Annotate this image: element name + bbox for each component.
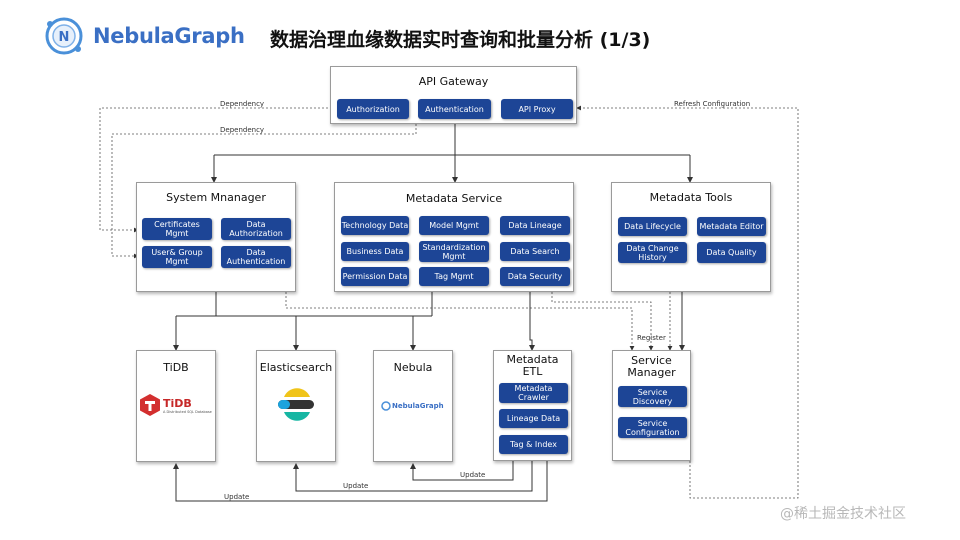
- data-change-history-node: Data Change History: [618, 242, 687, 263]
- metadata-editor-node: Metadata Editor: [697, 217, 766, 236]
- update-line-nebula: [410, 461, 514, 481]
- certificates-mgmt-node: Certificates Mgmt: [142, 218, 212, 240]
- tidb-logo-text: TiDB: [163, 397, 192, 410]
- standardization-mgmt-node: Standardization Mgmt: [419, 241, 489, 262]
- system-manager-title: System Mnanager: [166, 191, 266, 204]
- register-line-2: [551, 292, 654, 351]
- register-line-1: [285, 292, 635, 351]
- update-line-tidb: [173, 461, 548, 502]
- data-quality-node: Data Quality: [697, 242, 766, 263]
- update-line-elasticsearch: [293, 461, 533, 492]
- permission-data-node: Permission Data: [341, 267, 409, 286]
- data-security-node: Data Security: [500, 267, 570, 286]
- nebula-box: Nebula NebulaGraph: [373, 350, 453, 462]
- model-mgmt-node: Model Mgmt: [419, 216, 489, 235]
- api-gateway-title: API Gateway: [418, 75, 489, 88]
- user-group-mgmt-node: User& Group Mgmt: [142, 246, 212, 268]
- tidb-logo-icon: [140, 394, 160, 416]
- service-manager-title: Service Manager: [627, 354, 676, 379]
- tag-mgmt-node: Tag Mgmt: [419, 267, 489, 286]
- api-proxy-node: API Proxy: [501, 99, 573, 119]
- nebula-logo-text: NebulaGraph: [392, 402, 444, 410]
- service-manager-box: Service Manager Service Discovery Servic…: [612, 350, 691, 461]
- nebulagraph-logo-icon: N: [45, 17, 83, 55]
- update-label-nebula: Update: [460, 471, 486, 479]
- lineage-data-node: Lineage Data: [499, 409, 568, 428]
- metadata-etl-box: Metadata ETL Metadata Crawler Lineage Da…: [493, 350, 572, 461]
- metadata-service-title: Metadata Service: [405, 192, 503, 205]
- svg-text:N: N: [59, 30, 70, 45]
- refresh-configuration-label: Refresh Configuration: [674, 100, 751, 108]
- data-lifecycle-node: Data Lifecycle: [618, 217, 687, 236]
- data-authentication-node: Data Authentication: [221, 246, 291, 268]
- metadata-tools-title: Metadata Tools: [649, 191, 733, 204]
- elasticsearch-logo-icon: [278, 388, 314, 421]
- service-discovery-node: Service Discovery: [618, 386, 687, 407]
- watermark: @稀土掘金技术社区: [780, 506, 906, 522]
- elasticsearch-title: Elasticsearch: [259, 361, 333, 374]
- update-label-tidb: Update: [224, 493, 250, 501]
- elasticsearch-box: Elasticsearch: [256, 350, 336, 462]
- metadata-service-to-etl: [529, 292, 535, 351]
- tidb-box: TiDB TiDB A Distributed SQL Database: [136, 350, 216, 462]
- nebula-logo-icon: [381, 401, 391, 411]
- metadata-crawler-node: Metadata Crawler: [499, 383, 568, 403]
- data-authorization-node: Data Authorization: [221, 218, 291, 240]
- refresh-config-line: [576, 105, 799, 499]
- metadata-etl-title: Metadata ETL: [506, 353, 559, 378]
- dependency-label-2: Dependency: [220, 126, 265, 134]
- update-label-elasticsearch: Update: [343, 482, 369, 490]
- dependency-label-1: Dependency: [220, 100, 265, 108]
- service-configuration-node: Service Configuration: [618, 417, 687, 438]
- data-lineage-node: Data Lineage: [500, 216, 570, 235]
- authorization-node: Authorization: [337, 99, 409, 119]
- nebula-title: Nebula: [393, 361, 433, 374]
- api-gateway-box: API Gateway Authorization Authentication…: [330, 66, 577, 124]
- tag-index-node: Tag & Index: [499, 435, 568, 454]
- data-search-node: Data Search: [500, 242, 570, 261]
- logo-text: NebulaGraph: [93, 24, 245, 48]
- technology-data-node: Technology Data: [341, 216, 409, 235]
- metadata-service-box: Metadata Service Technology Data Model M…: [334, 182, 574, 292]
- dependency-line-1: [99, 107, 336, 233]
- authentication-node: Authentication: [418, 99, 491, 119]
- page-title: 数据治理血缘数据实时查询和批量分析 (1/3): [270, 29, 651, 51]
- tidb-title: TiDB: [163, 361, 189, 374]
- metadata-tools-box: Metadata Tools Data Lifecycle Metadata E…: [611, 182, 771, 292]
- business-data-node: Business Data: [341, 242, 409, 261]
- tidb-logo-subtitle: A Distributed SQL Database: [163, 410, 212, 414]
- register-label: Register: [637, 334, 666, 342]
- dependency-line-2: [111, 108, 417, 259]
- system-manager-box: System Mnanager Certificates Mgmt Data A…: [136, 182, 296, 292]
